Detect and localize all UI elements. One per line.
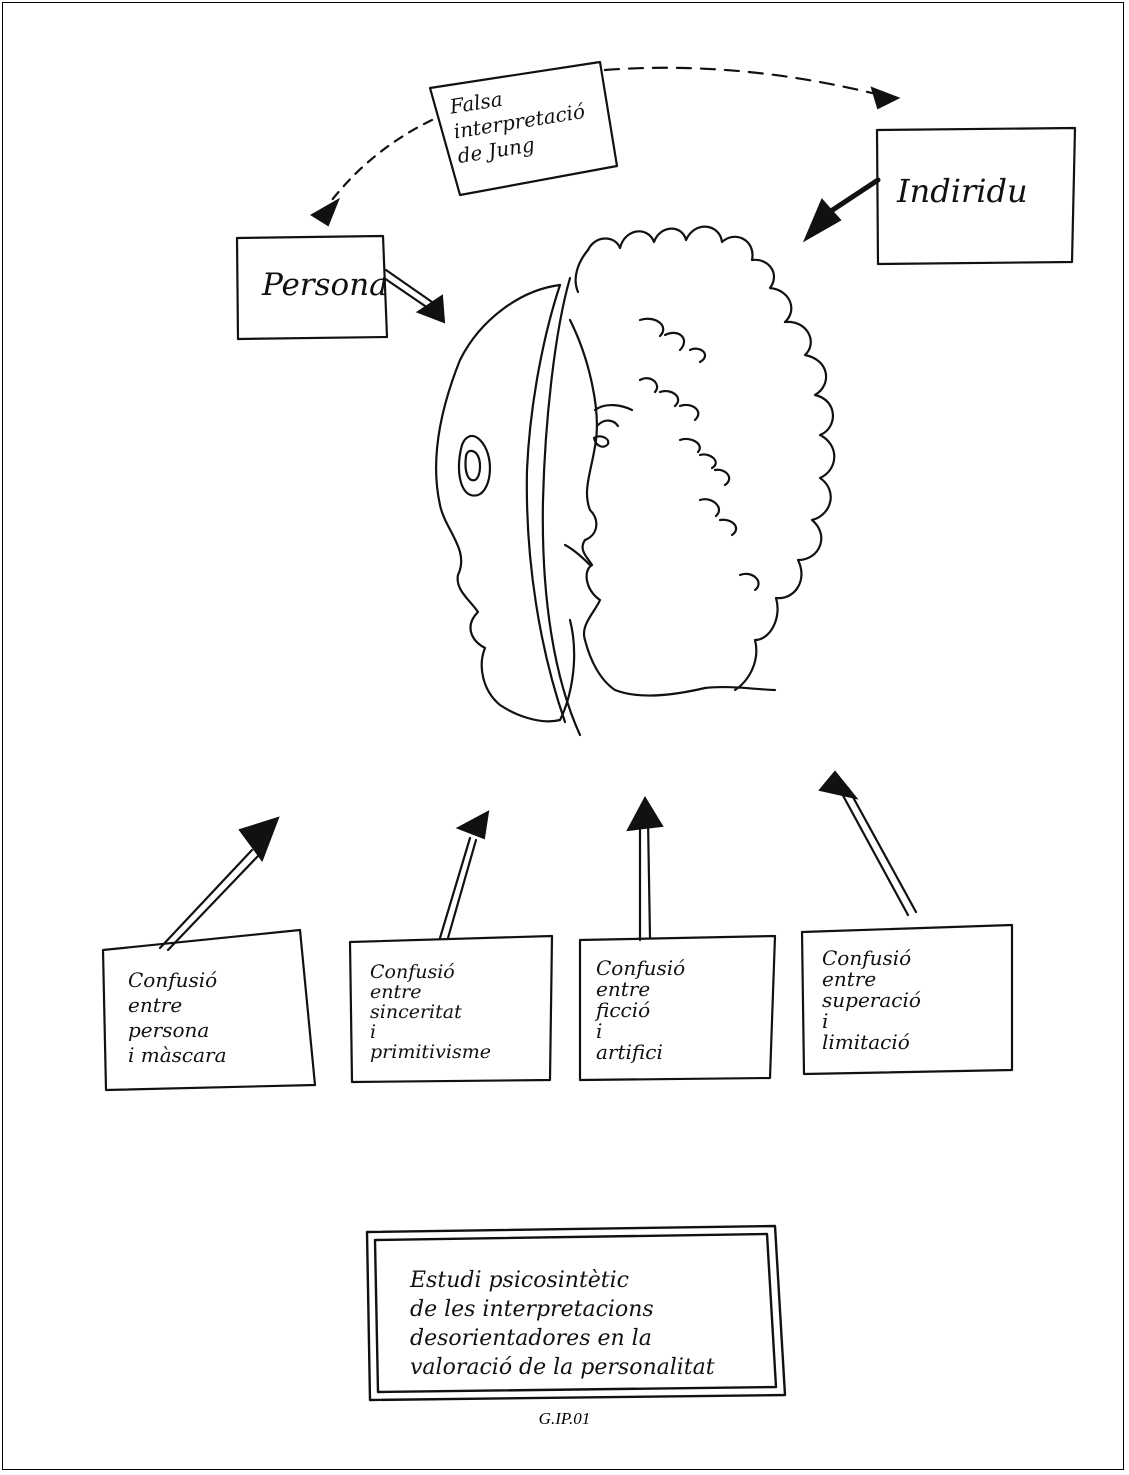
- top-note-box: [428, 60, 619, 197]
- study-box-inner: [373, 1232, 778, 1394]
- persona-arrow: [382, 268, 434, 310]
- confusion-box-3: [578, 934, 777, 1082]
- arrowhead-left-icon: [310, 197, 341, 227]
- arrowhead-4-icon: [818, 770, 859, 800]
- confusion-label-4: Confusió entre superació i limitació: [822, 946, 921, 1054]
- confusion-arrow-2: [438, 836, 478, 940]
- arrowhead-individu-icon: [802, 198, 842, 243]
- study-box-outer: [365, 1224, 787, 1402]
- confusion-box-2: [348, 934, 554, 1084]
- individu-box: [875, 126, 1077, 266]
- individu-arrow: [825, 177, 881, 216]
- confusion-label-3: Confusió entre ficció i artifici: [596, 956, 686, 1064]
- confusion-label-2: Confusió entre sinceritat i primitivisme: [370, 961, 491, 1063]
- confusion-box-1: [101, 928, 317, 1092]
- confusion-arrow-1: [158, 848, 260, 952]
- persona-box: [235, 234, 389, 341]
- arrowhead-right-icon: [870, 86, 901, 110]
- arrowhead-2-icon: [455, 810, 490, 840]
- arrowhead-1-icon: [238, 816, 280, 863]
- individu-label: Indiridu: [897, 172, 1028, 210]
- persona-label: Persona: [262, 267, 388, 303]
- dashed-arrow-right: [603, 66, 882, 97]
- confusion-arrow-3: [638, 818, 652, 942]
- head-illustration: [435, 225, 836, 737]
- confusion-label-1: Confusió entre persona i màscara: [128, 968, 227, 1067]
- confusion-arrow-4: [838, 786, 918, 917]
- study-title: Estudi psicosintètic de les interpretaci…: [410, 1268, 715, 1380]
- arrowhead-persona-icon: [415, 294, 446, 324]
- confusion-box-4: [800, 923, 1014, 1076]
- arrowhead-3-icon: [626, 795, 664, 832]
- dashed-arrow-left: [326, 118, 434, 207]
- figure-code: G.IP.01: [538, 1409, 591, 1428]
